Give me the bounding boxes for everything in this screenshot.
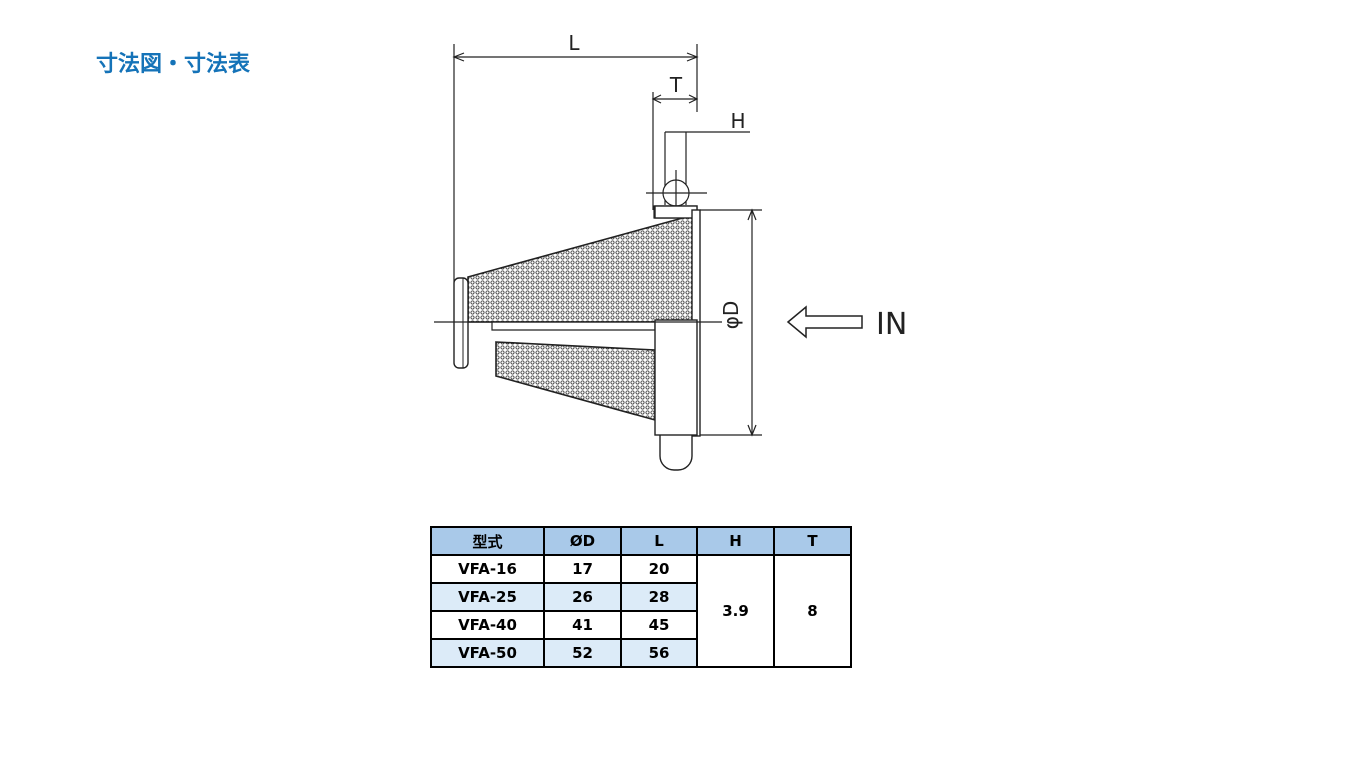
label-D: φD — [719, 301, 743, 330]
mesh-cone-lower — [495, 341, 656, 422]
dimension-table: 型式 ØD L H T VFA-16 17 20 3.9 8 VFA-25 26… — [430, 526, 852, 668]
label-H: H — [730, 109, 745, 133]
table-header-row: 型式 ØD L H T — [430, 526, 852, 556]
cell-model: VFA-25 — [430, 582, 545, 612]
in-arrow — [786, 305, 863, 339]
inner-strip — [491, 321, 656, 331]
flange-frame — [654, 205, 701, 471]
cell-T: 8 — [773, 554, 852, 668]
cell-D: 52 — [543, 638, 622, 668]
cell-L: 28 — [620, 582, 698, 612]
label-L: L — [568, 31, 580, 55]
header-T: T — [773, 526, 852, 556]
end-cap — [453, 277, 469, 369]
cell-model: VFA-40 — [430, 610, 545, 640]
cell-model: VFA-16 — [430, 554, 545, 584]
cell-H: 3.9 — [696, 554, 775, 668]
dimension-D — [700, 208, 762, 437]
cell-D: 41 — [543, 610, 622, 640]
header-D: ØD — [543, 526, 622, 556]
table-row: VFA-40 41 45 — [430, 610, 851, 640]
mesh-cone-upper — [467, 212, 698, 323]
cell-L: 45 — [620, 610, 698, 640]
table-row: VFA-25 26 28 — [430, 582, 851, 612]
cell-model: VFA-50 — [430, 638, 545, 668]
dimension-drawing: L T H φD — [434, 31, 907, 471]
cell-L: 56 — [620, 638, 698, 668]
cell-D: 17 — [543, 554, 622, 584]
header-model: 型式 — [430, 526, 545, 556]
cell-D: 26 — [543, 582, 622, 612]
header-L: L — [620, 526, 698, 556]
table-row: VFA-50 52 56 — [430, 638, 851, 668]
cell-L: 20 — [620, 554, 698, 584]
dimension-L — [452, 44, 699, 282]
dimension-T — [651, 92, 699, 210]
table-row: VFA-16 17 20 3.9 8 — [430, 554, 852, 668]
label-IN: IN — [876, 307, 907, 342]
label-T: T — [669, 73, 683, 97]
header-H: H — [696, 526, 775, 556]
page-title: 寸法図・寸法表 — [96, 52, 251, 77]
